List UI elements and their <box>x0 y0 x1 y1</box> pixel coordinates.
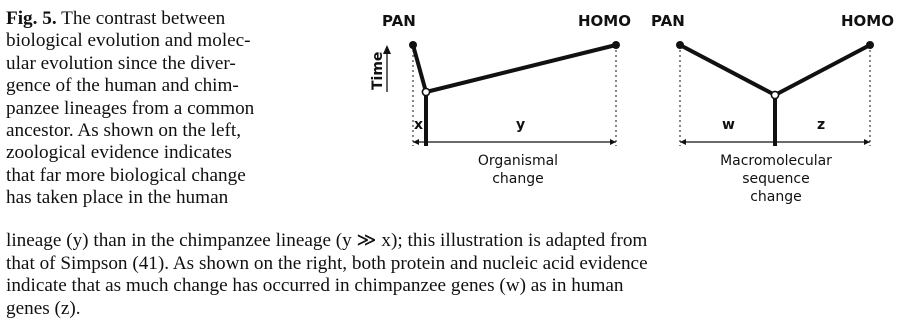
x-variable-label: x <box>414 117 423 133</box>
gene-divergence-node <box>770 90 780 100</box>
caption-line: genes (z). <box>6 297 81 319</box>
change-label-right: change <box>750 189 802 205</box>
figure-caption-full: lineage (y) than in the chimpanzee linea… <box>6 230 896 320</box>
chimpanzee-gene-lineage <box>679 43 776 97</box>
w-variable-label: w <box>722 117 735 133</box>
caption-line: panzee lineages from a common <box>6 97 255 119</box>
change-label: change <box>492 171 544 187</box>
caption-line: that far more biological change <box>6 164 246 186</box>
organismal-label: Organismal <box>478 153 558 169</box>
right-pan-label: PAN <box>651 12 685 30</box>
caption-line: that of Simpson (41). As shown on the ri… <box>6 252 648 274</box>
caption-line: gence of the human and chim- <box>6 75 239 97</box>
gene-measure-arrowhead-left <box>680 139 686 145</box>
homo-node <box>612 41 620 49</box>
caption-line: indicate that as much change has occurre… <box>6 275 624 297</box>
caption-line: ular evolution since the diver- <box>6 52 236 74</box>
pan-gene-node <box>676 41 684 49</box>
macromolecular-label: Macromolecular <box>720 153 832 169</box>
gene-measure-arrowhead-right <box>864 139 870 145</box>
right-diagram-macromolecular: PAN HOMO w z Macromolecular sequence cha… <box>651 12 894 205</box>
time-axis-label: Time <box>370 52 386 90</box>
left-diagram-organismal: PAN HOMO Time x y Organismal change <box>370 12 631 187</box>
caption-line: ancestor. As shown on the left, <box>6 120 242 142</box>
sequence-label: sequence <box>742 171 809 187</box>
measure-arrowhead-left <box>413 139 419 145</box>
left-homo-label: HOMO <box>578 12 631 30</box>
caption-line: has taken place in the human <box>6 187 229 209</box>
caption-line: lineage (y) than in the chimpanzee linea… <box>6 230 648 251</box>
figure-caption-side: Fig. 5. The contrast between biological … <box>6 8 332 210</box>
caption-line: biological evolution and molec- <box>6 30 251 52</box>
homo-gene-node <box>866 41 874 49</box>
measure-arrowhead-right <box>610 139 616 145</box>
chimpanzee-lineage <box>411 44 428 93</box>
human-lineage <box>425 43 617 94</box>
right-homo-label: HOMO <box>841 12 894 30</box>
figure-label: Fig. 5. <box>6 8 57 29</box>
time-axis-arrowhead <box>383 45 391 54</box>
caption-line: zoological evidence indicates <box>6 142 232 164</box>
divergence-node <box>421 87 431 97</box>
z-variable-label: z <box>817 117 825 133</box>
human-gene-lineage <box>774 43 871 97</box>
y-variable-label: y <box>516 117 525 133</box>
pan-node <box>409 41 417 49</box>
caption-line: Fig. 5. The contrast between <box>6 8 226 29</box>
left-pan-label: PAN <box>382 12 416 30</box>
